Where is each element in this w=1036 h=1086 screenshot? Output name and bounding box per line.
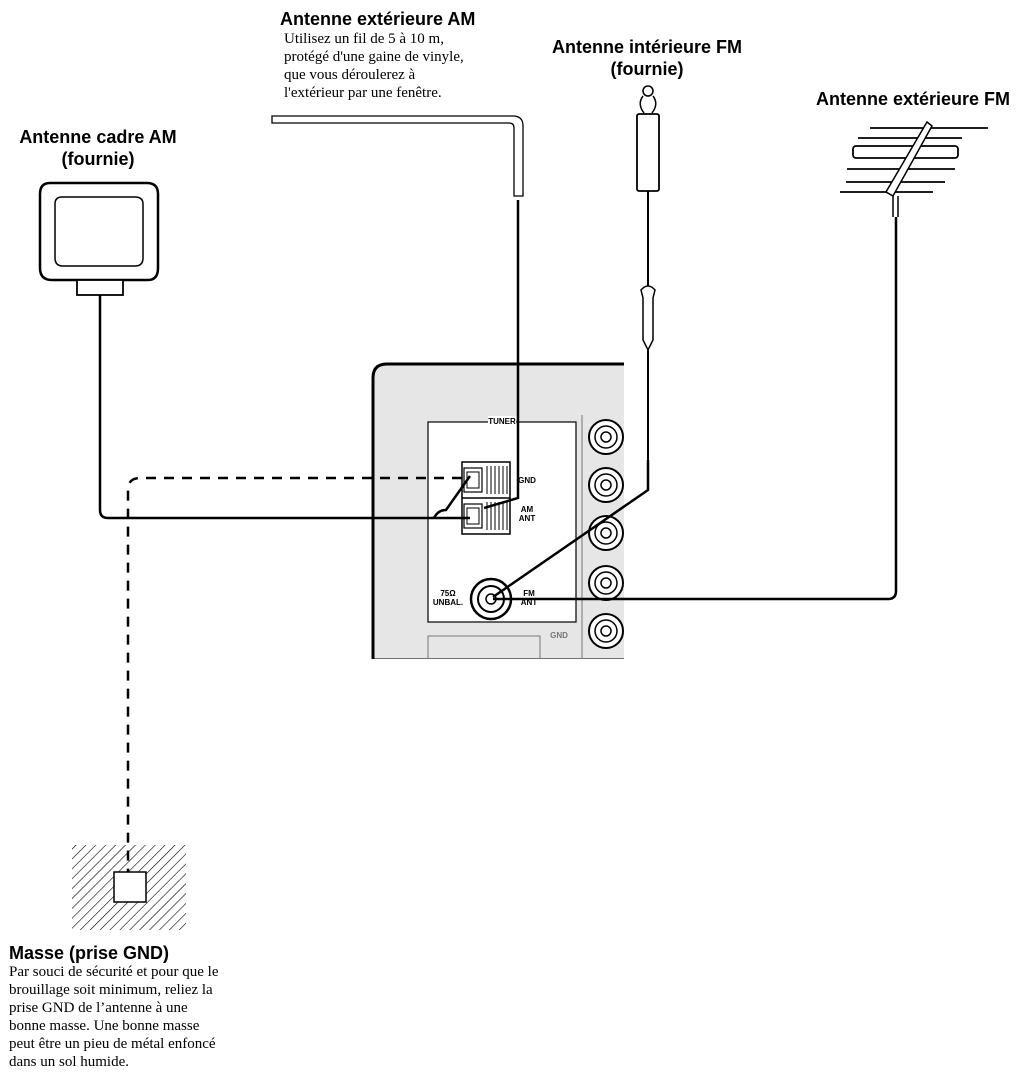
- am-loop-title-line: (fournie): [61, 149, 135, 169]
- fm-ant-label-line: ANT: [520, 598, 538, 607]
- fm-ant-label-line: FM: [523, 589, 535, 598]
- am-ant-terminal-label: AM ANT: [512, 505, 542, 523]
- am-loop-cable: [98, 295, 470, 520]
- fm-indoor-cable: [492, 460, 650, 599]
- am-outdoor-antenna: [271, 115, 524, 460]
- ground-note: Par souci de sécurité et pour que le bro…: [9, 963, 219, 1071]
- ground-title: Masse (prise GND): [9, 943, 170, 963]
- am-outdoor-note-line: Utilisez un fil de 5 à 10 m,: [284, 31, 444, 47]
- fm-indoor-antenna: [636, 85, 660, 460]
- fm-indoor-title-line: Antenne intérieure FM: [551, 37, 743, 57]
- ground-note-line: Par souci de sécurité et pour que le: [9, 964, 219, 980]
- receiver-rear-panel: [371, 362, 624, 659]
- fm-impedance-label: 75Ω UNBAL.: [430, 589, 466, 607]
- am-gnd-terminal[interactable]: [461, 461, 511, 535]
- gnd-terminal-label: GND: [518, 476, 536, 485]
- am-outdoor-note-line: que vous déroulerez à: [284, 67, 416, 83]
- ground-note-line: brouillage soit minimum, reliez la: [9, 982, 213, 998]
- am-ant-label-line: AM: [520, 505, 534, 514]
- impedance-label-line: 75Ω: [440, 589, 456, 598]
- tuner-section-label: TUNER: [488, 417, 516, 426]
- am-outdoor-note-line: l'extérieur par une fenêtre.: [284, 85, 442, 101]
- am-loop-antenna-title: Antenne cadre AM (fournie): [0, 126, 196, 170]
- fm-outdoor-cable: [493, 217, 898, 601]
- am-loop-antenna: [38, 181, 160, 296]
- am-outdoor-antenna-note: Utilisez un fil de 5 à 10 m, protégé d'u…: [284, 30, 464, 102]
- ground-note-line: peut être un pieu de métal enfoncé: [9, 1036, 216, 1052]
- fm-outdoor-antenna-title: Antenne extérieure FM: [816, 89, 1011, 109]
- cables: [98, 217, 898, 880]
- ground-note-line: bonne masse. Une bonne masse: [9, 1018, 200, 1034]
- ground-wire: [126, 476, 462, 880]
- am-outdoor-note-line: protégé d'une gaine de vinyle,: [284, 49, 464, 65]
- gnd-label-secondary: GND: [550, 631, 568, 640]
- fm-indoor-antenna-title: Antenne intérieure FM (fournie): [527, 36, 767, 80]
- am-loop-cable-end: [432, 475, 472, 519]
- rca-jacks: [588, 419, 624, 649]
- am-outdoor-cable-end: [483, 460, 520, 510]
- ground-stake: [72, 845, 186, 930]
- ground-note-line: prise GND de l’antenne à une: [9, 1000, 188, 1016]
- am-ant-label-line: ANT: [518, 514, 536, 523]
- impedance-label-line: UNBAL.: [432, 598, 464, 607]
- am-outdoor-antenna-title: Antenne extérieure AM: [280, 9, 476, 29]
- fm-outdoor-antenna: [840, 120, 988, 217]
- am-loop-title-line: Antenne cadre AM: [19, 127, 177, 147]
- fm-ant-terminal-label: FM ANT: [514, 589, 544, 607]
- ground-note-line: dans un sol humide.: [9, 1054, 129, 1070]
- fm-indoor-title-line: (fournie): [610, 59, 684, 79]
